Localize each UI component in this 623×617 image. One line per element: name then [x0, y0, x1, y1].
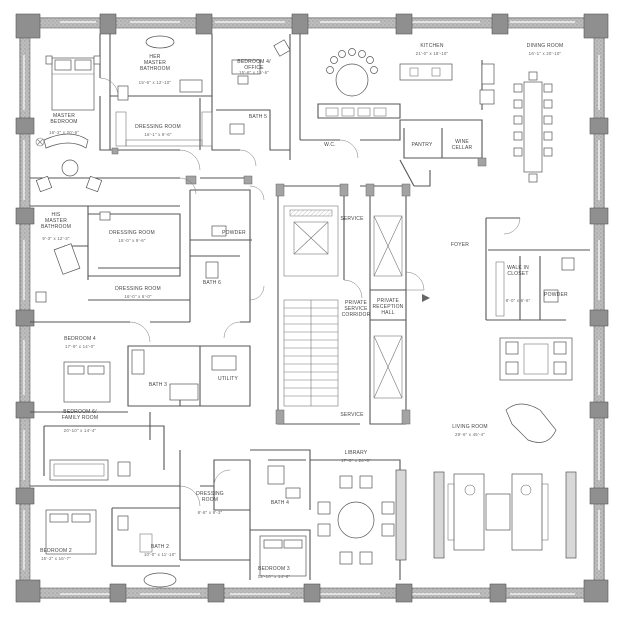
svg-text:LIBRARY: LIBRARY — [345, 450, 368, 456]
svg-text:16'-2" x 20'-6": 16'-2" x 20'-6" — [49, 130, 79, 135]
svg-text:20'-10" x 14'-4": 20'-10" x 14'-4" — [64, 428, 97, 433]
svg-text:16'-1" x 20'-10": 16'-1" x 20'-10" — [529, 51, 562, 56]
stair — [283, 299, 339, 407]
svg-text:BATH 3: BATH 3 — [149, 382, 167, 388]
svg-text:BATH 4: BATH 4 — [271, 500, 289, 506]
svg-text:10'-0" x 11'-10": 10'-0" x 11'-10" — [144, 552, 177, 557]
svg-text:12'-10" x 14'-6": 12'-10" x 14'-6" — [258, 574, 291, 579]
svg-text:8'-0" x 6'-6": 8'-0" x 6'-6" — [506, 298, 531, 303]
svg-text:BATH 6: BATH 6 — [203, 280, 221, 286]
svg-text:BATH 5: BATH 5 — [249, 114, 267, 120]
svg-text:POWDER: POWDER — [544, 292, 568, 298]
svg-text:21'-0" x 18'-10": 21'-0" x 18'-10" — [416, 51, 449, 56]
structural-columns — [111, 147, 487, 425]
svg-text:15'-0" x 9'-6": 15'-0" x 9'-6" — [118, 238, 146, 243]
svg-text:SERVICE: SERVICE — [340, 216, 364, 222]
entry-arrow-icon — [422, 294, 430, 302]
svg-text:POWDER: POWDER — [222, 230, 246, 236]
svg-text:15'-6" x 15'-6": 15'-6" x 15'-6" — [239, 70, 269, 75]
svg-text:BEDROOM 4: BEDROOM 4 — [64, 336, 96, 342]
svg-text:DRESSING ROOM: DRESSING ROOM — [109, 230, 155, 236]
svg-text:15'-2" x 16'-7": 15'-2" x 16'-7" — [41, 556, 71, 561]
svg-text:BEDROOM 2: BEDROOM 2 — [40, 548, 72, 554]
svg-text:BEDROOM 3: BEDROOM 3 — [258, 566, 290, 572]
svg-text:16'-0" x 6'-0": 16'-0" x 6'-0" — [124, 294, 152, 299]
svg-text:8'-8" x 9'-3": 8'-8" x 9'-3" — [198, 510, 223, 515]
svg-text:SERVICE: SERVICE — [340, 412, 364, 418]
svg-text:KITCHEN: KITCHEN — [420, 43, 444, 49]
svg-text:UTILITY: UTILITY — [218, 376, 238, 382]
svg-text:BATH 2: BATH 2 — [151, 544, 169, 550]
svg-text:BEDROOM 4/OFFICE: BEDROOM 4/OFFICE — [237, 59, 271, 71]
svg-text:DRESSING ROOM: DRESSING ROOM — [135, 124, 181, 130]
svg-text:29'-6" x 45'-4": 29'-6" x 45'-4" — [455, 432, 485, 437]
furniture — [35, 35, 577, 588]
svg-text:16'-1" x 9'-6": 16'-1" x 9'-6" — [144, 132, 172, 137]
svg-text:17'-8" x 24'-0": 17'-8" x 24'-0" — [341, 458, 371, 463]
svg-text:15'-6" x 12'-10": 15'-6" x 12'-10" — [139, 80, 172, 85]
svg-text:DINING ROOM: DINING ROOM — [527, 43, 564, 49]
interior-walls — [30, 34, 590, 580]
svg-text:FOYER: FOYER — [451, 242, 469, 248]
svg-text:BEDROOM 6/FAMILY ROOM: BEDROOM 6/FAMILY ROOM — [62, 409, 98, 421]
svg-text:9'-3" x 12'-3": 9'-3" x 12'-3" — [42, 236, 70, 241]
elevator-shaft-left — [283, 205, 339, 277]
svg-text:W.C.: W.C. — [324, 142, 336, 148]
elevator-shaft-right — [373, 215, 403, 399]
svg-text:LIVING ROOM: LIVING ROOM — [452, 424, 488, 430]
svg-text:17'-9" x 14'-0": 17'-9" x 14'-0" — [65, 344, 95, 349]
exterior-walls — [15, 13, 609, 603]
svg-text:PANTRY: PANTRY — [411, 142, 432, 148]
svg-text:DRESSING ROOM: DRESSING ROOM — [115, 286, 161, 292]
doors — [99, 77, 521, 507]
